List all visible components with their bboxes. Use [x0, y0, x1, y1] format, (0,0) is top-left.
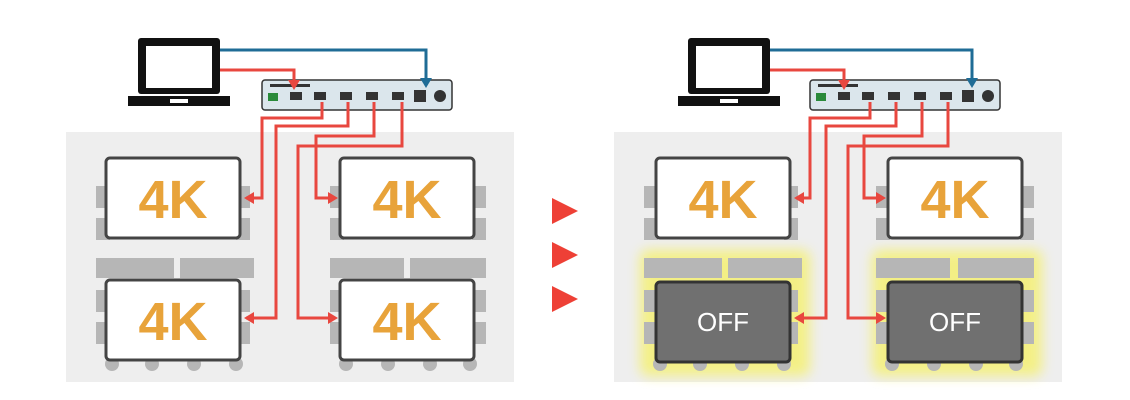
display-label: 4K [920, 170, 989, 230]
display-4k: 4K [886, 156, 1024, 240]
display-4k: 4K [654, 156, 792, 240]
after-panel: 4K 4K OFF OFF [614, 38, 1062, 382]
display-label: OFF [929, 307, 981, 337]
switcher-device [261, 79, 453, 111]
display-4k: 4K [104, 278, 242, 362]
wire-arrowhead-blue [420, 78, 432, 88]
before-panel: 4K 4K 4K 4K [66, 38, 514, 382]
display-label: 4K [372, 170, 441, 230]
switcher-device [809, 79, 1001, 111]
display-off: OFF [654, 280, 792, 364]
laptop-icon [128, 38, 230, 106]
play-triangle-icon [552, 286, 578, 312]
wires [770, 48, 974, 320]
display-4k: 4K [338, 156, 476, 240]
display-label: 4K [138, 292, 207, 352]
display-label: OFF [697, 307, 749, 337]
display-label: 4K [138, 170, 207, 230]
display-label: 4K [688, 170, 757, 230]
transition-arrows [552, 198, 578, 312]
display-label: 4K [372, 292, 441, 352]
display-off: OFF [886, 280, 1024, 364]
laptop-icon [678, 38, 780, 106]
wire-arrowheads [244, 80, 338, 324]
wire-arrowheads [794, 80, 886, 324]
display-4k: 4K [338, 278, 476, 362]
play-triangle-icon [552, 198, 578, 224]
play-triangle-icon [552, 242, 578, 268]
display-4k: 4K [104, 156, 242, 240]
wire-arrowhead-blue [966, 78, 978, 88]
